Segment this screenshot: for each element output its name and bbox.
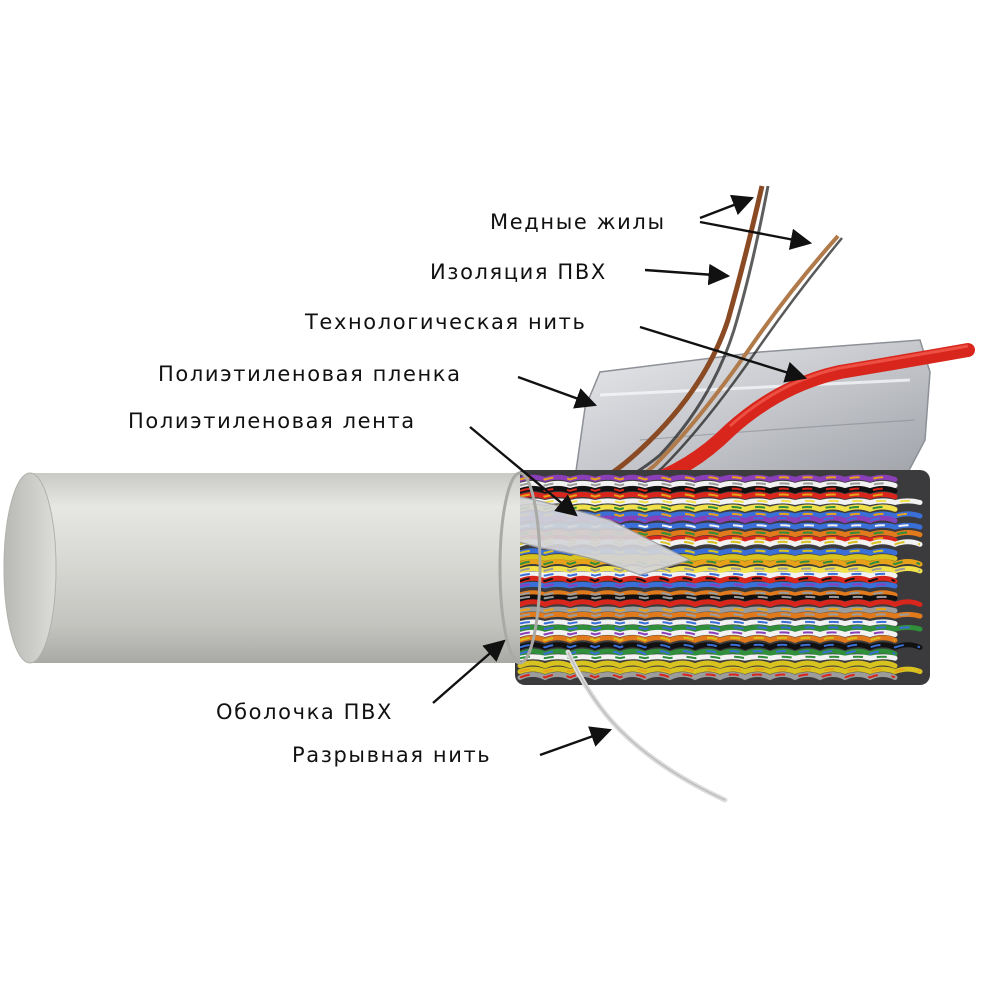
arrow-pe-film [518, 377, 595, 405]
label-polyethylene-tape: Полиэтиленовая лента [128, 409, 416, 433]
pvc-sheath [4, 473, 540, 663]
wire-strand [520, 561, 920, 564]
wire-strand [520, 568, 920, 570]
arrow-copper-cores-1 [700, 198, 752, 218]
wire-strand [520, 645, 920, 648]
twisted-pairs-bundle [515, 470, 930, 685]
label-pvc-sheath: Оболочка ПВХ [216, 700, 393, 724]
label-rip-cord: Разрывная нить [292, 743, 491, 767]
label-technological-thread: Технологическая нить [305, 310, 586, 334]
label-pvc-insulation: Изоляция ПВХ [430, 260, 607, 284]
label-copper-cores: Медные жилы [490, 210, 666, 234]
label-polyethylene-film: Полиэтиленовая пленка [158, 362, 462, 386]
arrow-rip-cord [540, 730, 610, 755]
wire-strand [520, 602, 920, 605]
arrow-pvc-insulation [645, 270, 728, 276]
